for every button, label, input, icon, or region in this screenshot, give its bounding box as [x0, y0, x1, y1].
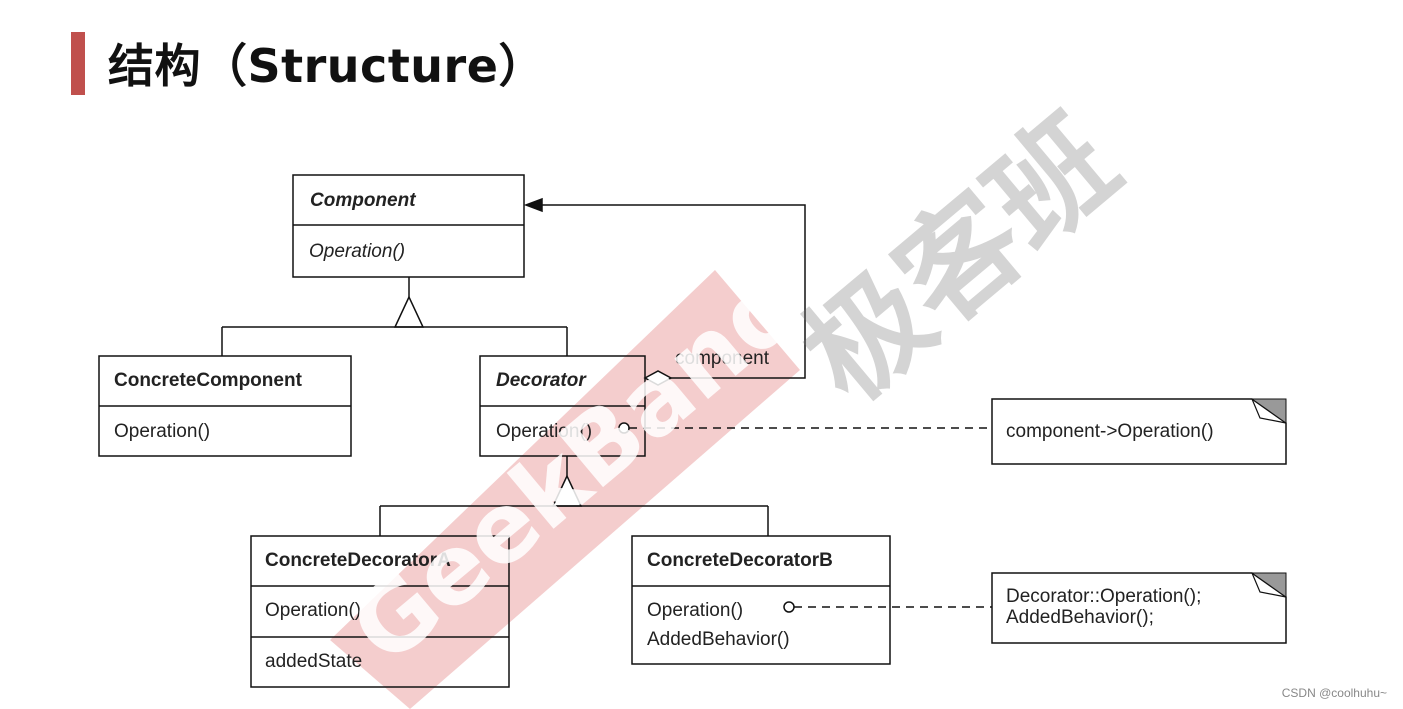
class-decorator: Decorator Operation()	[479, 355, 646, 457]
class-concrete-component: ConcreteComponent Operation()	[98, 355, 352, 457]
concrete-decorator-a-added-state: addedState	[265, 651, 362, 672]
class-concrete-decorator-a: ConcreteDecoratorA Operation() addedStat…	[250, 535, 510, 688]
concrete-decorator-a-operation: Operation()	[265, 600, 361, 621]
concrete-decorator-b-operation: Operation()	[647, 600, 743, 621]
aggregation-component	[523, 197, 806, 386]
class-name-concrete-component: ConcreteComponent	[114, 370, 303, 391]
class-concrete-decorator-b: ConcreteDecoratorB Operation() AddedBeha…	[631, 535, 891, 665]
note-decorator: component->Operation()	[991, 398, 1287, 465]
note-connectors	[618, 422, 992, 613]
note-decorator-b: Decorator::Operation(); AddedBehavior();	[991, 572, 1287, 644]
note-decorator-text: component->Operation()	[1006, 421, 1214, 442]
page-title: 结构（Structure）	[108, 39, 545, 93]
concrete-component-operation: Operation()	[114, 421, 210, 442]
class-name-component: Component	[310, 190, 416, 211]
note-decorator-b-line2: AddedBehavior();	[1006, 607, 1154, 628]
note-decorator-b-line1: Decorator::Operation();	[1006, 586, 1201, 607]
association-label: component	[675, 348, 770, 369]
credit-text: CSDN @coolhuhu~	[1281, 686, 1387, 700]
class-component: Component Operation()	[292, 174, 525, 278]
title-accent-bar	[71, 32, 85, 95]
class-name-concrete-decorator-b: ConcreteDecoratorB	[647, 550, 833, 571]
inheritance-decorator	[379, 456, 769, 536]
class-name-decorator: Decorator	[496, 370, 587, 391]
component-operation: Operation()	[309, 241, 405, 262]
class-name-concrete-decorator-a: ConcreteDecoratorA	[265, 550, 451, 571]
concrete-decorator-b-added-behavior: AddedBehavior()	[647, 629, 790, 650]
decorator-operation: Operation()	[496, 421, 592, 442]
inheritance-component	[221, 277, 568, 356]
